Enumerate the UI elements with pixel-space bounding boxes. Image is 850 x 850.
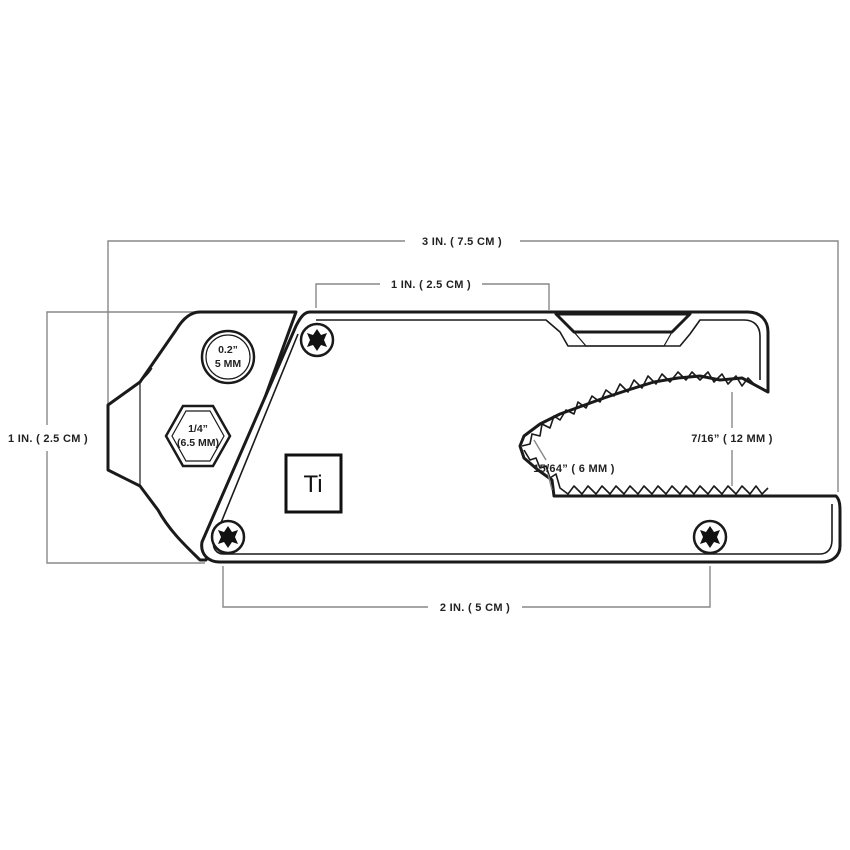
torx-screw-bottom-right-icon [692, 519, 728, 555]
round-hole-size-mm: 5 MM [215, 358, 242, 370]
jaw-lower-serration [523, 449, 769, 495]
round-wrench-hole: 0.2” 5 MM [200, 329, 256, 385]
torx-screw-bottom-left-icon [210, 519, 246, 555]
dimension-bottom-span: 2 IN. ( 5 CM ) [222, 566, 711, 614]
dimension-overall-length: 3 IN. ( 7.5 CM ) [107, 236, 839, 492]
jaw-upper-serration [521, 371, 755, 447]
tool-body [106, 310, 842, 564]
overall-length-label: 3 IN. ( 7.5 CM ) [422, 236, 502, 248]
hex-wrench-hole: 1/4” (6.5 MM) [164, 404, 232, 468]
hex-hole-size-mm: (6.5 MM) [177, 437, 219, 449]
bottom-span-label: 2 IN. ( 5 CM ) [440, 602, 510, 614]
dimension-top-segment: 1 IN. ( 2.5 CM ) [315, 279, 550, 310]
torx-screw-top-left-icon [299, 322, 335, 358]
top-segment-label: 1 IN. ( 2.5 CM ) [391, 279, 471, 291]
jaw-depth-label: 7/16” ( 12 MM ) [691, 433, 773, 445]
round-hole-size-inch: 0.2” [218, 344, 238, 356]
hex-hole-size-inch: 1/4” [188, 423, 208, 435]
material-symbol: Ti [303, 471, 322, 498]
height-label: 1 IN. ( 2.5 CM ) [8, 433, 88, 445]
titanium-badge: Ti [284, 453, 343, 514]
jaw-small-label: 15/64” ( 6 MM ) [533, 463, 615, 475]
top-notch [554, 312, 692, 334]
jaw-small-line [533, 439, 553, 491]
dimension-height: 1 IN. ( 2.5 CM ) [8, 311, 205, 564]
